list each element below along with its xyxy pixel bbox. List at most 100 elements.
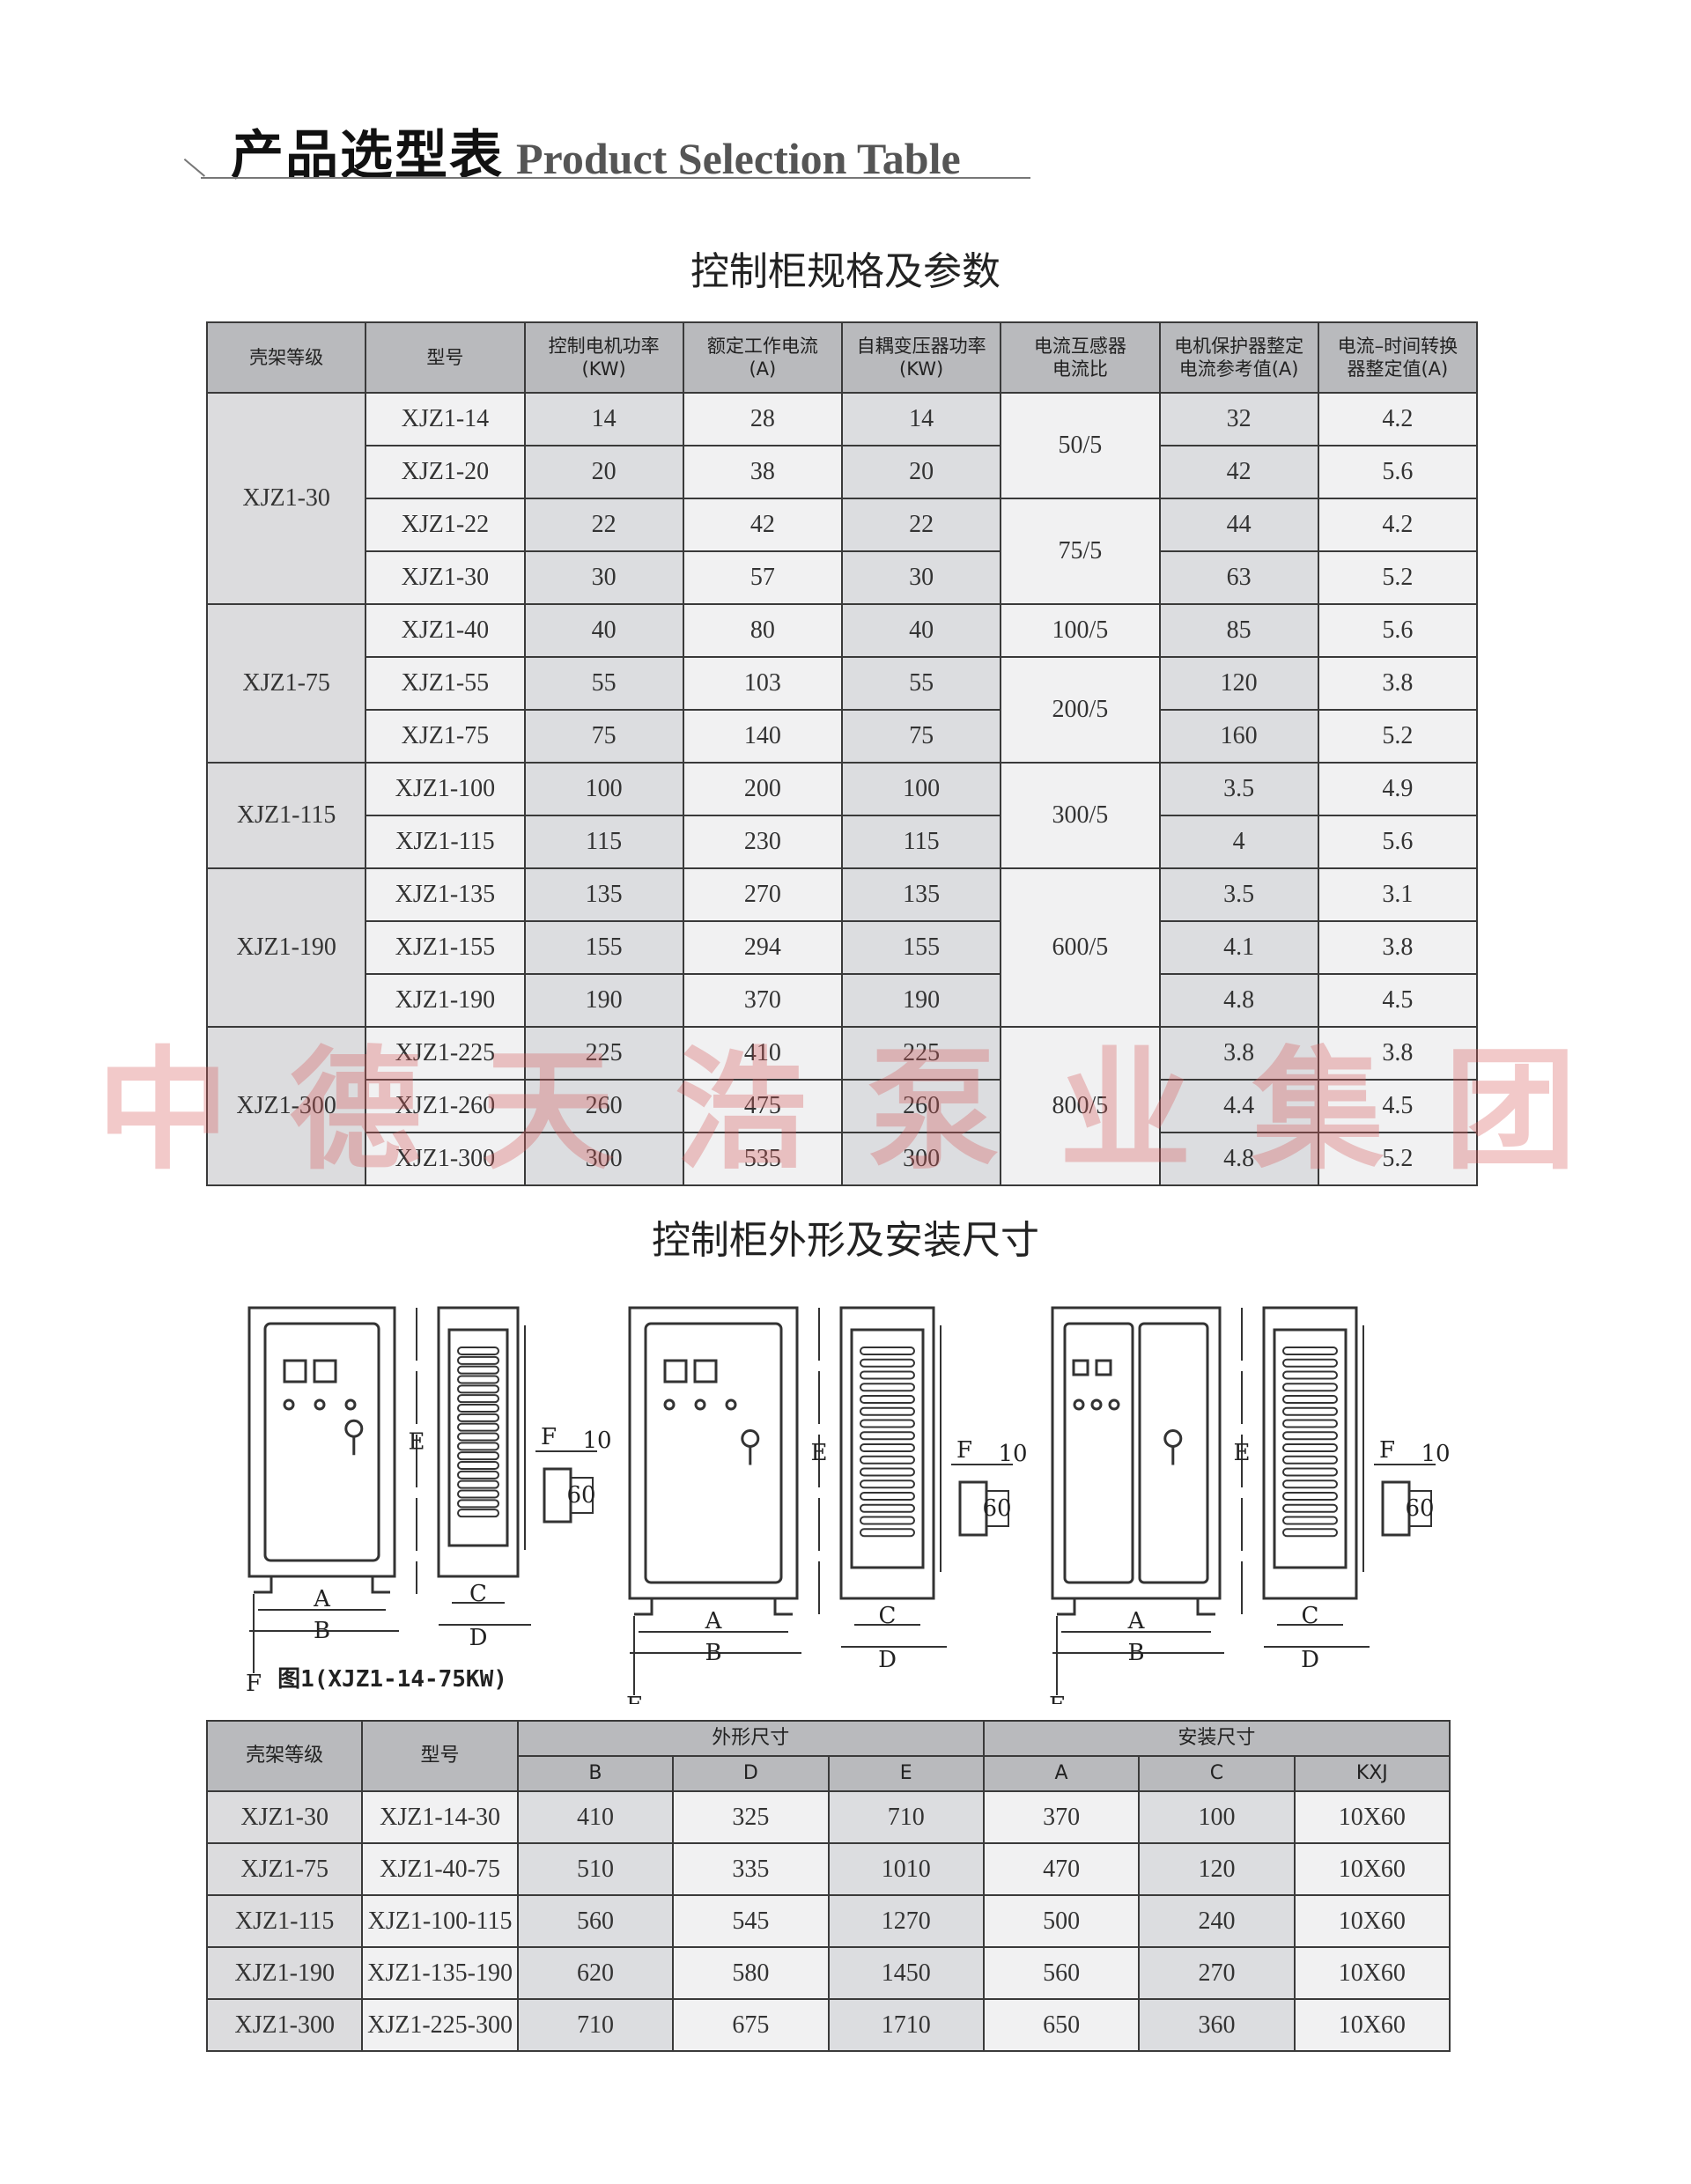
col-frame: 壳架等级 [205, 1720, 364, 1792]
cell-current-a: 28 [682, 392, 844, 446]
cell-e: 1710 [827, 1998, 985, 2052]
spec-col-header: 壳架等级 [205, 321, 367, 394]
cell-frame: XJZ1-190 [205, 1946, 364, 2000]
cell-protector-a: 120 [1158, 656, 1319, 711]
cell-protector-a: 4 [1158, 815, 1319, 869]
dimension-label: E [811, 1440, 828, 1466]
cell-motor-kw: 155 [523, 920, 684, 975]
cell-timer-a: 4.2 [1317, 498, 1479, 552]
cell-motor-kw: 22 [523, 498, 684, 552]
dimension-label: D [878, 1647, 897, 1673]
cell-kxj: 10X60 [1293, 1946, 1451, 2000]
cell-current-a: 140 [682, 709, 844, 764]
dimension-label: 60 [566, 1482, 595, 1509]
cell-timer-a: 5.6 [1317, 815, 1479, 869]
cell-protector-a: 3.5 [1158, 867, 1319, 922]
cell-frame: XJZ1-75 [205, 1842, 364, 1896]
cell-model: XJZ1-115 [365, 815, 526, 869]
spec-col-header: 电机保护器整定电流参考值(A) [1158, 321, 1319, 394]
cell-frame: XJZ1-300 [205, 1998, 364, 2052]
cell-transformer-kw: 55 [840, 656, 1002, 711]
cell-model: XJZ1-135-190 [361, 1946, 519, 2000]
dimension-label: E [409, 1429, 425, 1456]
dimension-label: A [1127, 1608, 1146, 1634]
cell-ct-ratio: 300/5 [1000, 762, 1161, 869]
header-line: 型号 [426, 347, 464, 368]
header-line: (KW) [581, 358, 626, 380]
cell-transformer-kw: 75 [840, 709, 1002, 764]
cell-transformer-kw: 135 [840, 867, 1002, 922]
spec-col-header: 电流–时间转换器整定值(A) [1317, 321, 1479, 394]
cell-protector-a: 3.5 [1158, 762, 1319, 816]
dimension-label: F [626, 1693, 642, 1704]
spec-col-header: 电流互感器电流比 [1000, 321, 1161, 394]
cell-motor-kw: 300 [523, 1132, 684, 1186]
cell-protector-a: 3.8 [1158, 1026, 1319, 1081]
spec-table: 壳架等级型号控制电机功率(KW)额定工作电流(A)自耦变压器功率(KW)电流互感… [205, 321, 1479, 1186]
cell-current-a: 42 [682, 498, 844, 552]
cell-timer-a: 4.2 [1317, 392, 1479, 446]
header-line: 电流–时间转换 [1337, 336, 1458, 357]
cell-motor-kw: 30 [523, 550, 684, 605]
cabinet-figure: ABFECDF1060图2(XJZ1-100-190KW) [617, 1281, 1030, 1704]
dimension-label: 60 [982, 1495, 1011, 1522]
dimension-label: A [705, 1608, 723, 1634]
cell-motor-kw: 135 [523, 867, 684, 922]
header-line: 自耦变压器功率 [856, 336, 986, 357]
cell-kxj: 10X60 [1293, 1842, 1451, 1896]
cell-model: XJZ1-40-75 [361, 1842, 519, 1896]
cell-motor-kw: 14 [523, 392, 684, 446]
cell-frame: XJZ1-300 [205, 1026, 367, 1186]
cell-timer-a: 5.6 [1317, 603, 1479, 658]
cell-c: 270 [1138, 1946, 1296, 2000]
cell-model: XJZ1-100-115 [361, 1894, 519, 1948]
cell-transformer-kw: 225 [840, 1026, 1002, 1081]
dimension-label: B [1127, 1640, 1144, 1666]
cell-motor-kw: 55 [523, 656, 684, 711]
cell-c: 100 [1138, 1790, 1296, 1844]
cell-current-a: 230 [682, 815, 844, 869]
dimension-label: 60 [1405, 1495, 1434, 1522]
header-line: 额定工作电流 [706, 336, 818, 357]
group-install-dimensions: 安装尺寸 [982, 1720, 1451, 1757]
cell-protector-a: 4.1 [1158, 920, 1319, 975]
cell-transformer-kw: 40 [840, 603, 1002, 658]
cell-current-a: 270 [682, 867, 844, 922]
header-line: (A) [749, 358, 777, 380]
header-line: 电机保护器整定 [1174, 336, 1304, 357]
cell-transformer-kw: 260 [840, 1079, 1002, 1133]
cell-timer-a: 5.2 [1317, 1132, 1479, 1186]
cell-d: 335 [672, 1842, 830, 1896]
cell-transformer-kw: 30 [840, 550, 1002, 605]
cell-timer-a: 5.2 [1317, 550, 1479, 605]
header-line: 壳架等级 [249, 347, 324, 368]
cell-b: 510 [516, 1842, 675, 1896]
cell-motor-kw: 260 [523, 1079, 684, 1133]
cell-transformer-kw: 14 [840, 392, 1002, 446]
dimension-label: F [246, 1671, 262, 1697]
cell-b: 560 [516, 1894, 675, 1948]
header-line: 电流参考值(A) [1178, 358, 1299, 380]
cell-e: 1010 [827, 1842, 985, 1896]
cell-frame: XJZ1-75 [205, 603, 367, 764]
header-rule-slash [183, 159, 205, 177]
cell-ct-ratio: 50/5 [1000, 392, 1161, 499]
cell-current-a: 535 [682, 1132, 844, 1186]
cell-model: XJZ1-75 [365, 709, 526, 764]
cell-protector-a: 32 [1158, 392, 1319, 446]
cell-model: XJZ1-55 [365, 656, 526, 711]
cell-timer-a: 4.5 [1317, 1079, 1479, 1133]
cell-a: 650 [982, 1998, 1141, 2052]
spec-table-title: 控制柜规格及参数 [690, 249, 1001, 294]
cell-e: 1270 [827, 1894, 985, 1948]
cell-motor-kw: 225 [523, 1026, 684, 1081]
cell-timer-a: 3.8 [1317, 656, 1479, 711]
cell-ct-ratio: 100/5 [1000, 603, 1161, 658]
cell-protector-a: 4.8 [1158, 1132, 1319, 1186]
